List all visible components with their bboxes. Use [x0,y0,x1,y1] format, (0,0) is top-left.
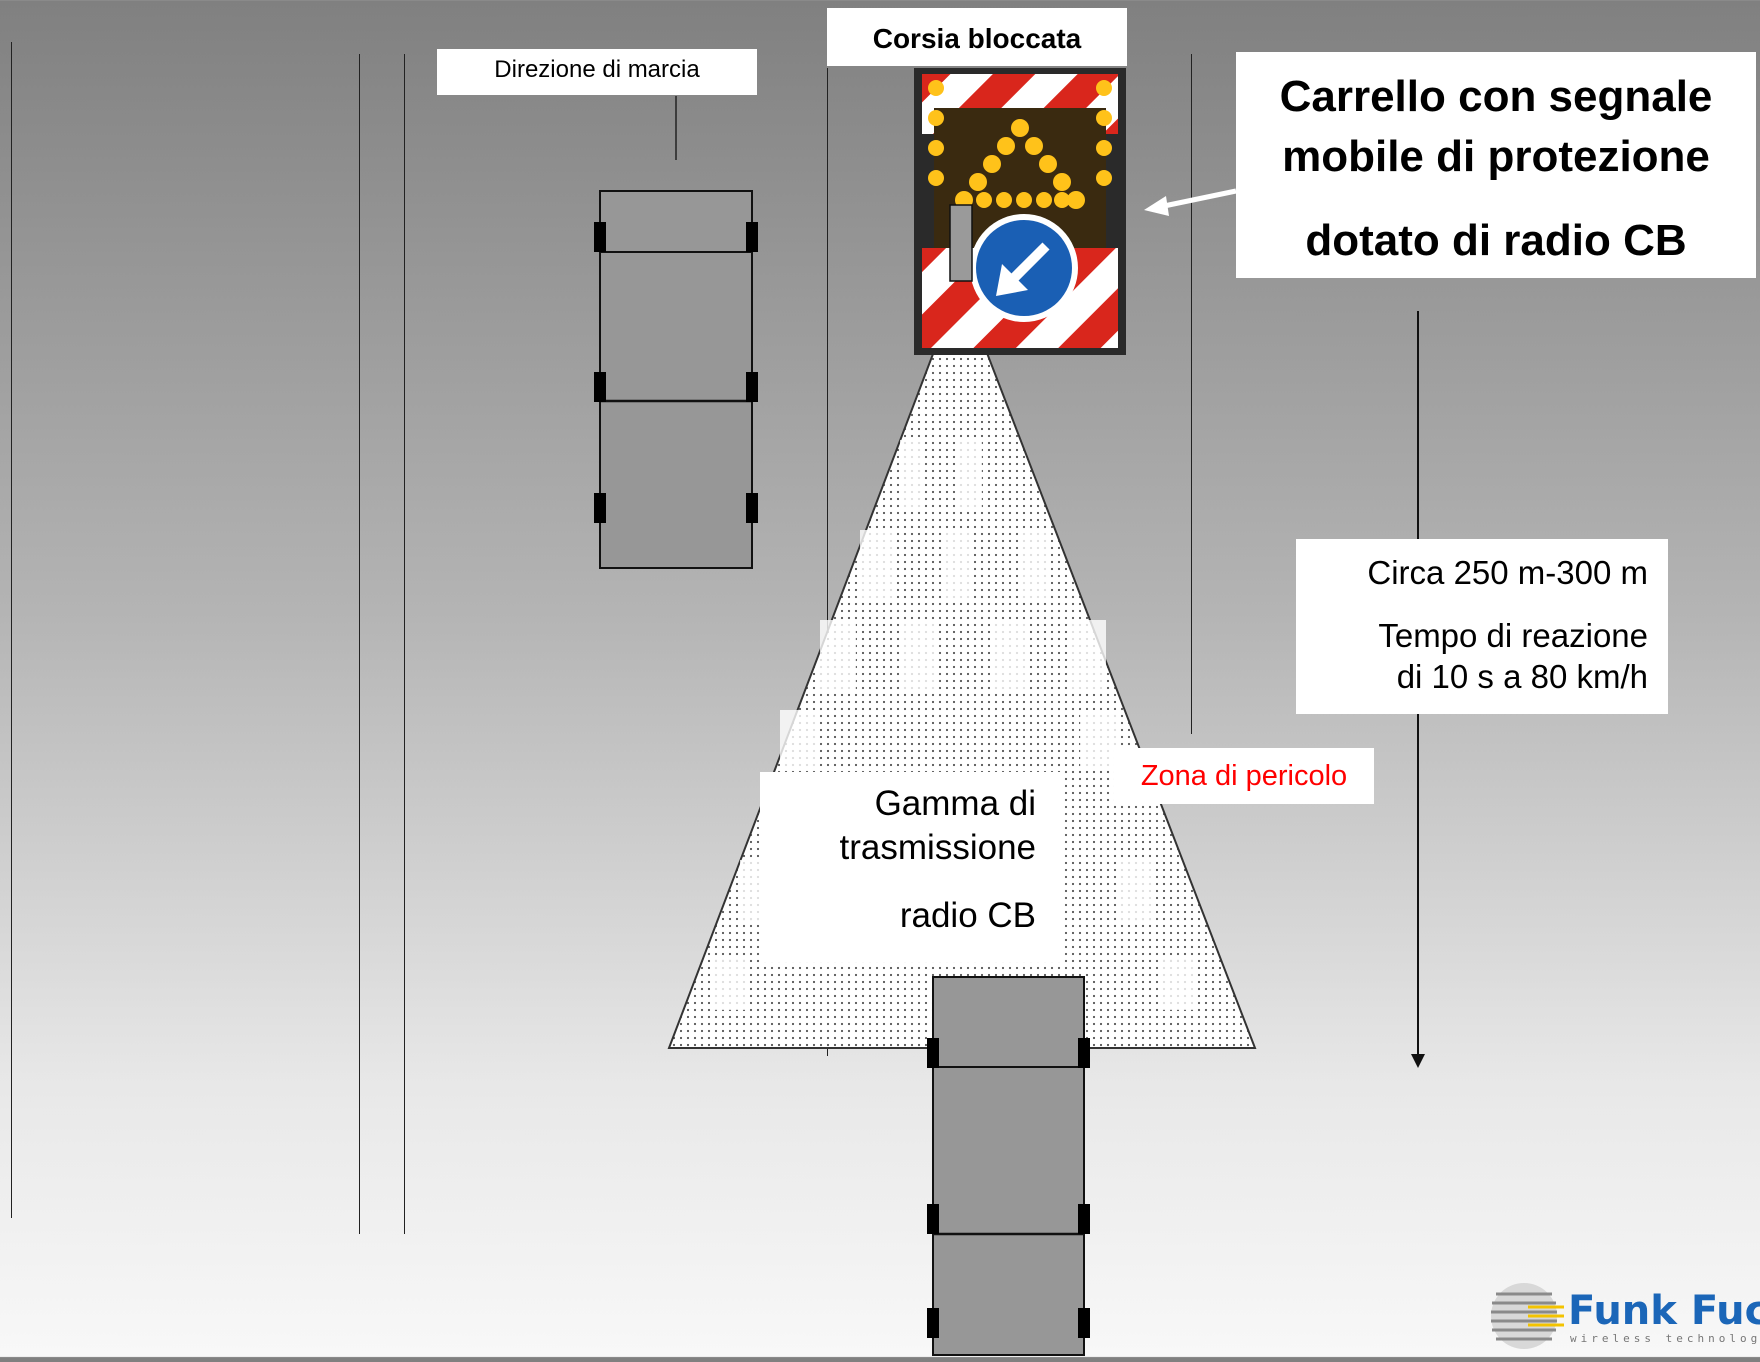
transmission-range-line: radio CB [899,896,1036,935]
lane-divider-line [404,54,405,1234]
trailer-description-line: mobile di protezione [1282,132,1710,181]
mobile-warning-sign-image [914,68,1126,355]
cone-texture-patches [710,440,1196,1010]
lane-divider-line [359,54,360,1234]
distance-label: Circa 250 m-300 m [1367,554,1648,591]
danger-zone-label: Zona di pericolo [1114,748,1374,804]
trailer-description-line: dotato di radio CB [1305,216,1687,265]
car-approaching [927,976,1090,1356]
pointer-arrow [1163,188,1237,209]
logo-name: Funk Fuchs [1568,1288,1760,1334]
distance-arrowhead [1411,1054,1425,1068]
car-adjacent-lane [594,190,758,569]
lane-divider-line [1191,54,1192,734]
pointer-arrowhead [1144,196,1169,216]
road-edge-line-left [11,42,12,1218]
logo-graphic: Funk Fuchs wireless technology [1491,1283,1760,1349]
lane-blocked-label: Corsia bloccata [827,8,1127,66]
reaction-time-line: Tempo di reazione [1378,617,1648,654]
trailer-description-line: Carrello con segnale [1279,72,1713,121]
reaction-time-line: di 10 s a 80 km/h [1396,658,1648,695]
funk-fuchs-logo: Funk Fuchs wireless technology [1488,1276,1760,1357]
transmission-range-line: trasmissione [839,828,1036,867]
lane-divider-line [827,68,828,1056]
transmission-range-line: Gamma di [874,784,1036,823]
trailer-description-box: Carrello con segnale mobile di protezion… [1236,52,1756,278]
logo-globe-icon [1491,1283,1564,1349]
distance-info-box: Circa 250 m-300 m Tempo di reazione di 1… [1296,539,1668,714]
transmission-range-box: Gamma di trasmissione radio CB [760,772,1062,962]
logo-tagline: wireless technology [1570,1332,1760,1345]
direction-label: Direzione di marcia [437,49,757,95]
